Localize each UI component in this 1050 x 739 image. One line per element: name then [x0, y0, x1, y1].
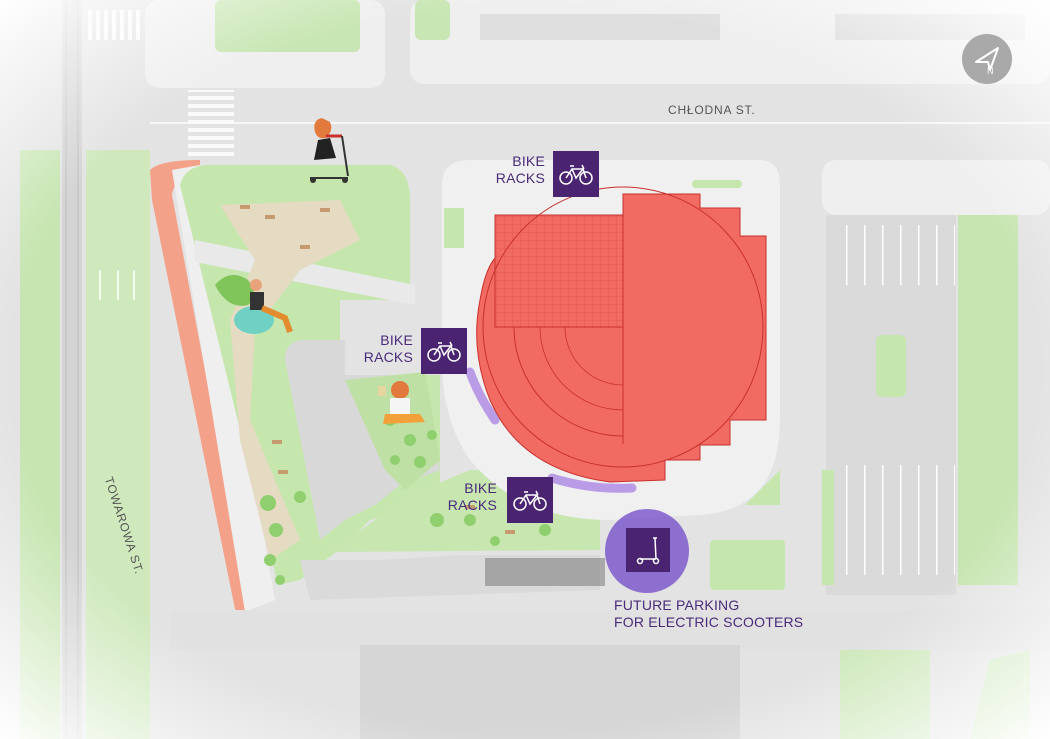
- bike-racks-label-1-line2: RACKS: [495, 170, 545, 186]
- bicycle-icon: [427, 341, 461, 362]
- svg-text:N: N: [987, 66, 994, 76]
- bike-rack-marker-3[interactable]: [507, 477, 553, 523]
- bike-racks-label-1-line1: BIKE: [512, 153, 545, 169]
- electric-scooter-icon: [636, 537, 660, 565]
- bike-racks-label-3: BIKE RACKS: [440, 480, 497, 514]
- bicycle-icon: [559, 164, 593, 185]
- bike-rack-marker-2[interactable]: [421, 328, 467, 374]
- street-label-chlodna: CHŁODNA ST.: [668, 103, 756, 117]
- bicycle-icon: [513, 490, 547, 511]
- scooter-parking-label-line2: FOR ELECTRIC SCOOTERS: [614, 614, 804, 630]
- compass: N: [962, 34, 1012, 84]
- scooter-parking-label: FUTURE PARKING FOR ELECTRIC SCOOTERS: [614, 597, 803, 631]
- bike-racks-label-3-line2: RACKS: [447, 497, 497, 513]
- bike-racks-label-1: BIKE RACKS: [488, 153, 545, 187]
- bike-rack-marker-1[interactable]: [553, 151, 599, 197]
- bike-racks-label-3-line1: BIKE: [464, 480, 497, 496]
- scooter-parking-marker[interactable]: [626, 528, 670, 572]
- scooter-parking-label-line1: FUTURE PARKING: [614, 597, 740, 613]
- bike-racks-label-2-line2: RACKS: [363, 349, 413, 365]
- bike-racks-label-2-line1: BIKE: [380, 332, 413, 348]
- bike-racks-label-2: BIKE RACKS: [356, 332, 413, 366]
- north-arrow-icon: N: [975, 47, 999, 76]
